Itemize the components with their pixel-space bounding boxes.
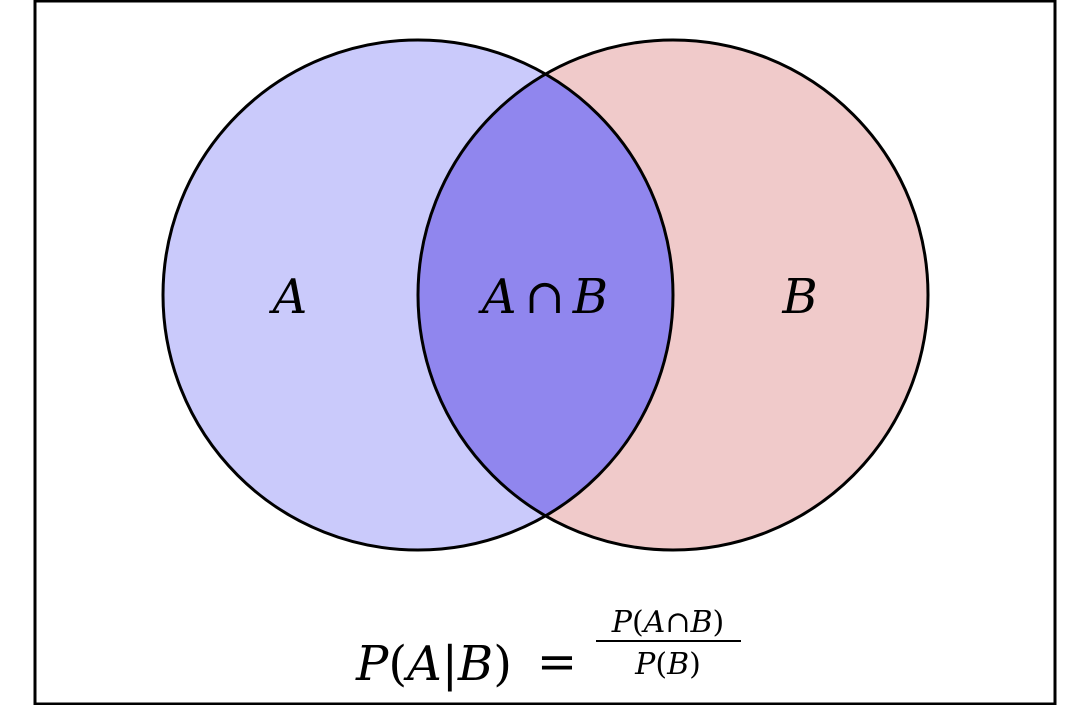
formula-lhs-p: P: [355, 636, 389, 692]
formula-lhs-bar: |: [442, 636, 458, 692]
intersection-label: A∩B: [478, 269, 608, 325]
set-a-outline: [161, 38, 675, 552]
intersection-label-b: B: [572, 269, 608, 325]
formula-lhs-open: (: [388, 636, 407, 692]
formula-numerator: P(A∩B): [611, 605, 724, 640]
intersection-symbol: ∩: [525, 269, 565, 325]
formula-num-open: (: [632, 605, 644, 640]
formula-lhs: P(A|B): [355, 636, 512, 692]
formula-num-b: B: [689, 605, 712, 640]
formula-num-close: ): [713, 605, 725, 640]
intersection-label-a: A: [478, 269, 517, 325]
formula-lhs-a: A: [403, 636, 442, 692]
formula-num-cap: ∩: [665, 605, 690, 640]
set-b-outline: [416, 38, 930, 552]
intersection-region: [418, 40, 673, 550]
formula-num-a: A: [641, 605, 666, 640]
formula-lhs-close: ): [493, 636, 512, 692]
set-a-label: A: [269, 269, 308, 325]
formula-num-p: P: [611, 605, 633, 640]
diagram-frame: [33, 0, 1057, 705]
formula-den-open: (: [655, 647, 667, 682]
formula-lhs-b: B: [457, 636, 493, 692]
set-b-label: B: [781, 269, 817, 325]
formula-denominator: P(B): [634, 647, 701, 682]
formula-den-close: ): [689, 647, 701, 682]
formula-den-b: B: [666, 647, 689, 682]
formula-equals: =: [537, 634, 577, 690]
formula-den-p: P: [634, 647, 656, 682]
